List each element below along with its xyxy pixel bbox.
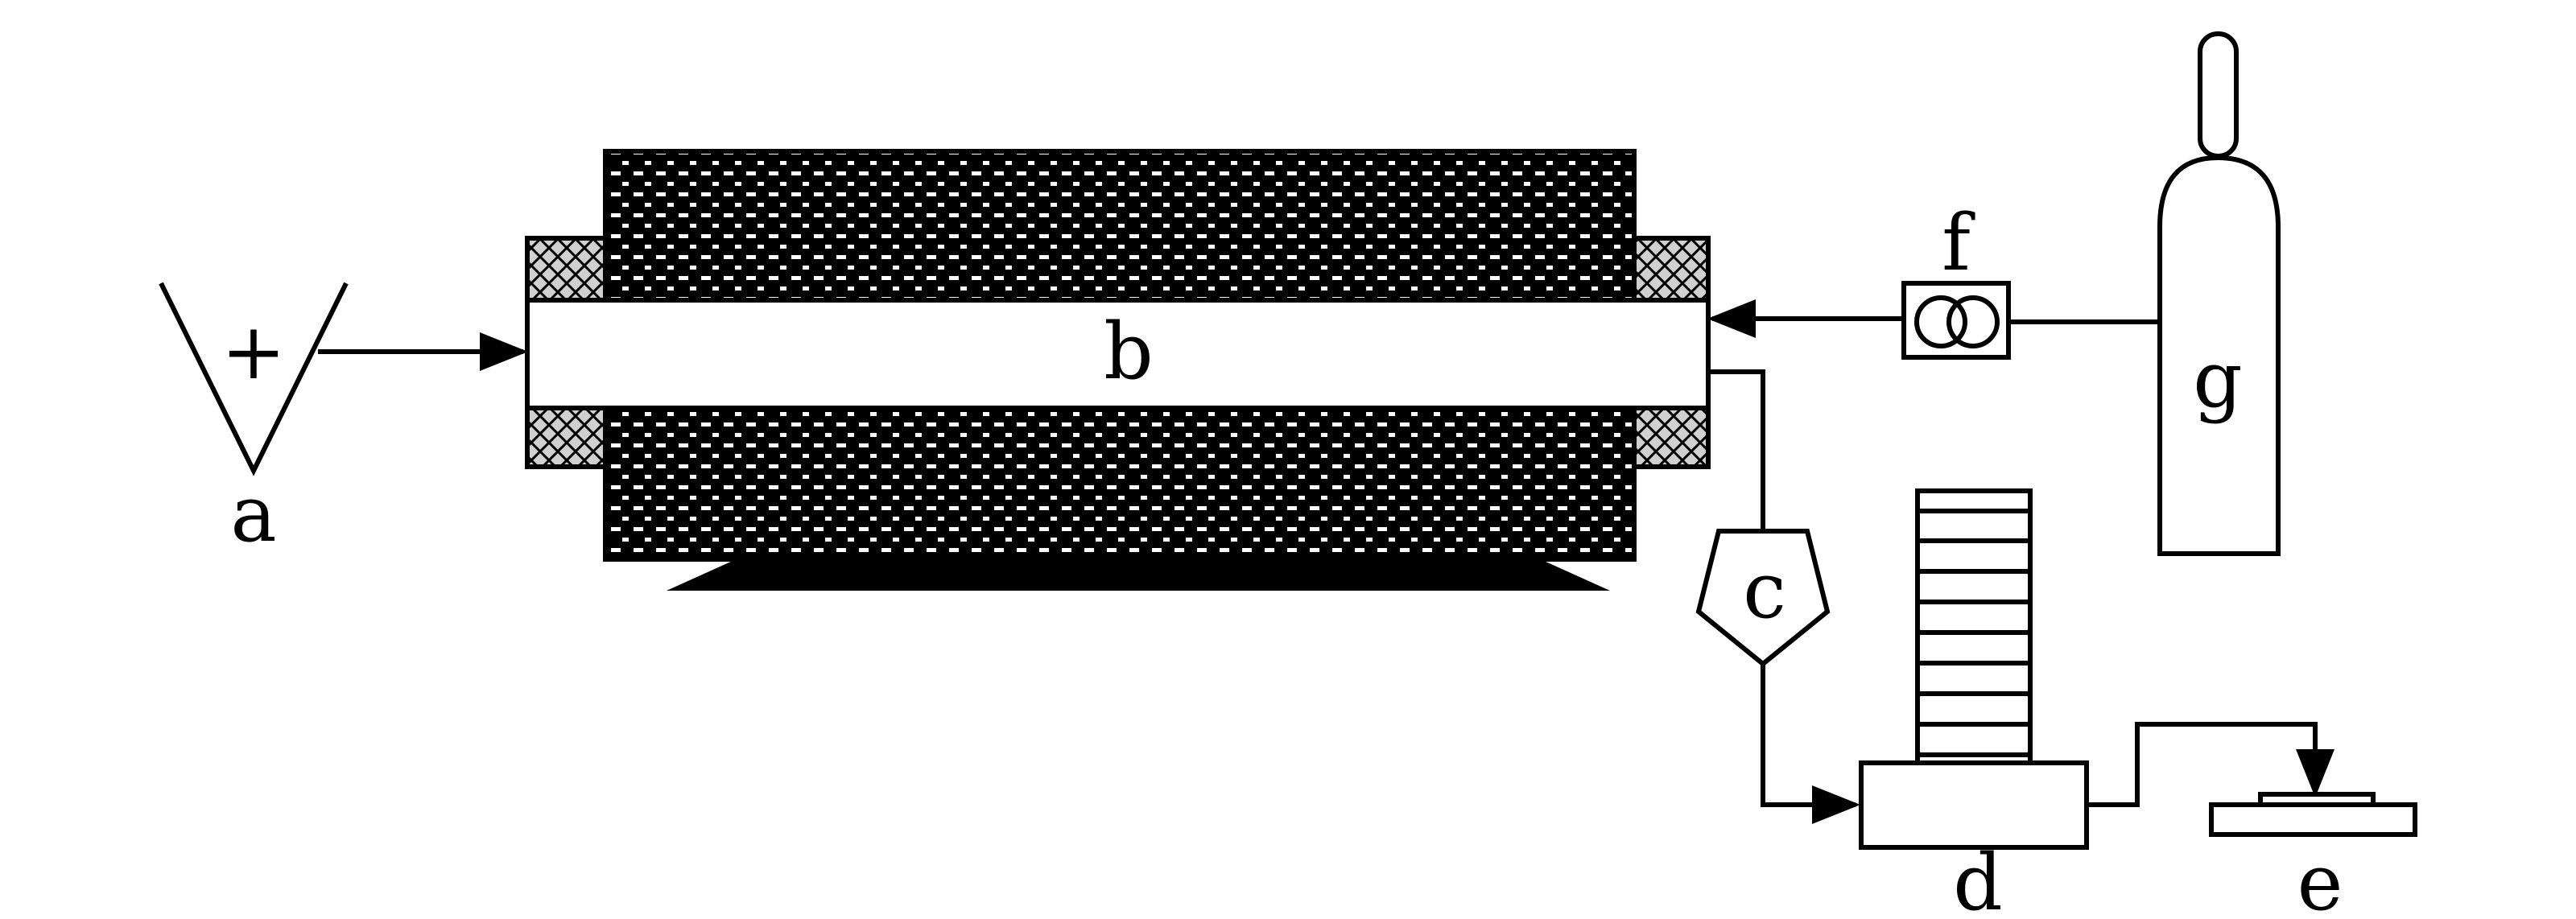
label-c: c [1743, 546, 1786, 636]
label-g: g [2193, 335, 2242, 425]
flow-meter-f: f [1901, 198, 2160, 360]
furnace-upper-heater [603, 149, 1637, 303]
collector-base [1859, 760, 2089, 850]
insulation-plug-bottom-right [1632, 406, 1711, 469]
source-plus-sign: + [221, 307, 286, 397]
tube-furnace-b: b [525, 149, 1711, 591]
cylinder-body [2157, 155, 2281, 556]
flow-meter-circle-right [1946, 295, 2000, 348]
gas-cylinder-g: g [2157, 31, 2281, 556]
label-b: b [1104, 307, 1153, 397]
arrow-c-to-d [1761, 664, 1860, 824]
label-d: d [1953, 838, 2002, 919]
furnace-stand [667, 561, 1610, 591]
flow-meter-box [1901, 281, 2011, 360]
trap-pentagon [1695, 529, 1831, 667]
trap-c: c [1695, 529, 1831, 667]
collector-d: d [1859, 488, 2089, 919]
flow-meter-circle-left [1914, 295, 1967, 348]
furnace-lower-heater [603, 406, 1637, 562]
substrate-plate [2209, 802, 2417, 837]
label-f: f [1942, 198, 1975, 288]
insulation-plug-top-left [525, 236, 608, 303]
insulation-plug-top-right [1632, 236, 1711, 303]
arrow-d-to-e [2087, 722, 2334, 807]
substrate-e: e [2209, 792, 2417, 919]
line-tube-to-c [1708, 369, 1765, 531]
cylinder-valve [2198, 31, 2239, 159]
source-v-shape [159, 282, 349, 476]
source-a: + a [159, 282, 349, 559]
quartz-tube [525, 298, 1711, 410]
label-a: a [230, 469, 276, 559]
insulation-plug-bottom-left [525, 406, 608, 469]
stack-dividers [1918, 509, 2030, 757]
label-e: e [2297, 838, 2343, 919]
